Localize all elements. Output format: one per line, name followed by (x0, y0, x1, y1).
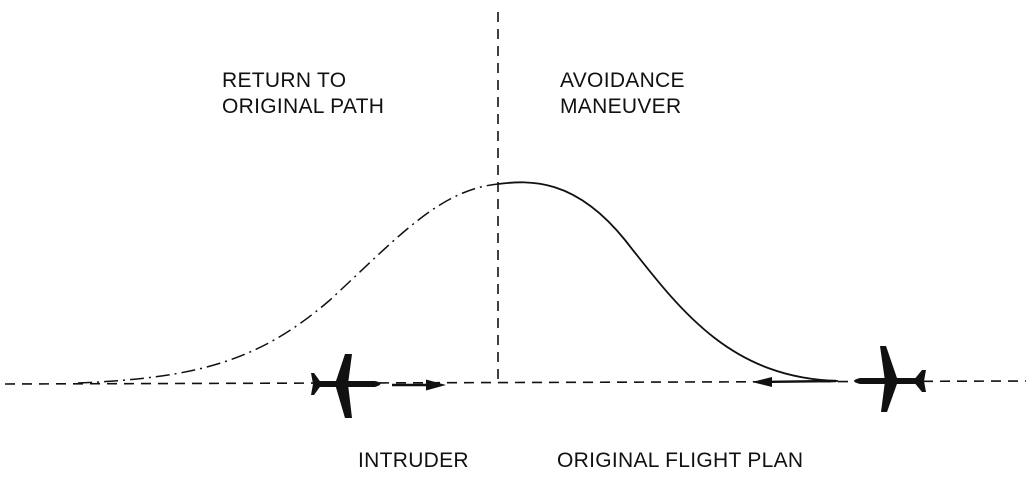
ownship-direction-arrow (752, 377, 837, 387)
intruder-direction-arrow (392, 379, 446, 391)
return-path-curve (77, 183, 499, 384)
ownship-aircraft-icon (854, 346, 926, 412)
original-flight-plan-label: ORIGINAL FLIGHT PLAN (557, 449, 804, 472)
intruder-aircraft-icon (311, 354, 381, 418)
avoidance-maneuver-label: AVOIDANCE MANEUVER (560, 68, 685, 120)
return-to-original-path-label: RETURN TO ORIGINAL PATH (222, 68, 384, 120)
avoidance-path-curve (497, 181, 839, 382)
avoid-label-line2: MANEUVER (560, 95, 682, 118)
intruder-label: INTRUDER (358, 449, 469, 472)
return-label-line2: ORIGINAL PATH (222, 95, 385, 118)
return-label-line1: RETURN TO (222, 69, 347, 92)
avoid-label-line1: AVOIDANCE (560, 69, 685, 92)
